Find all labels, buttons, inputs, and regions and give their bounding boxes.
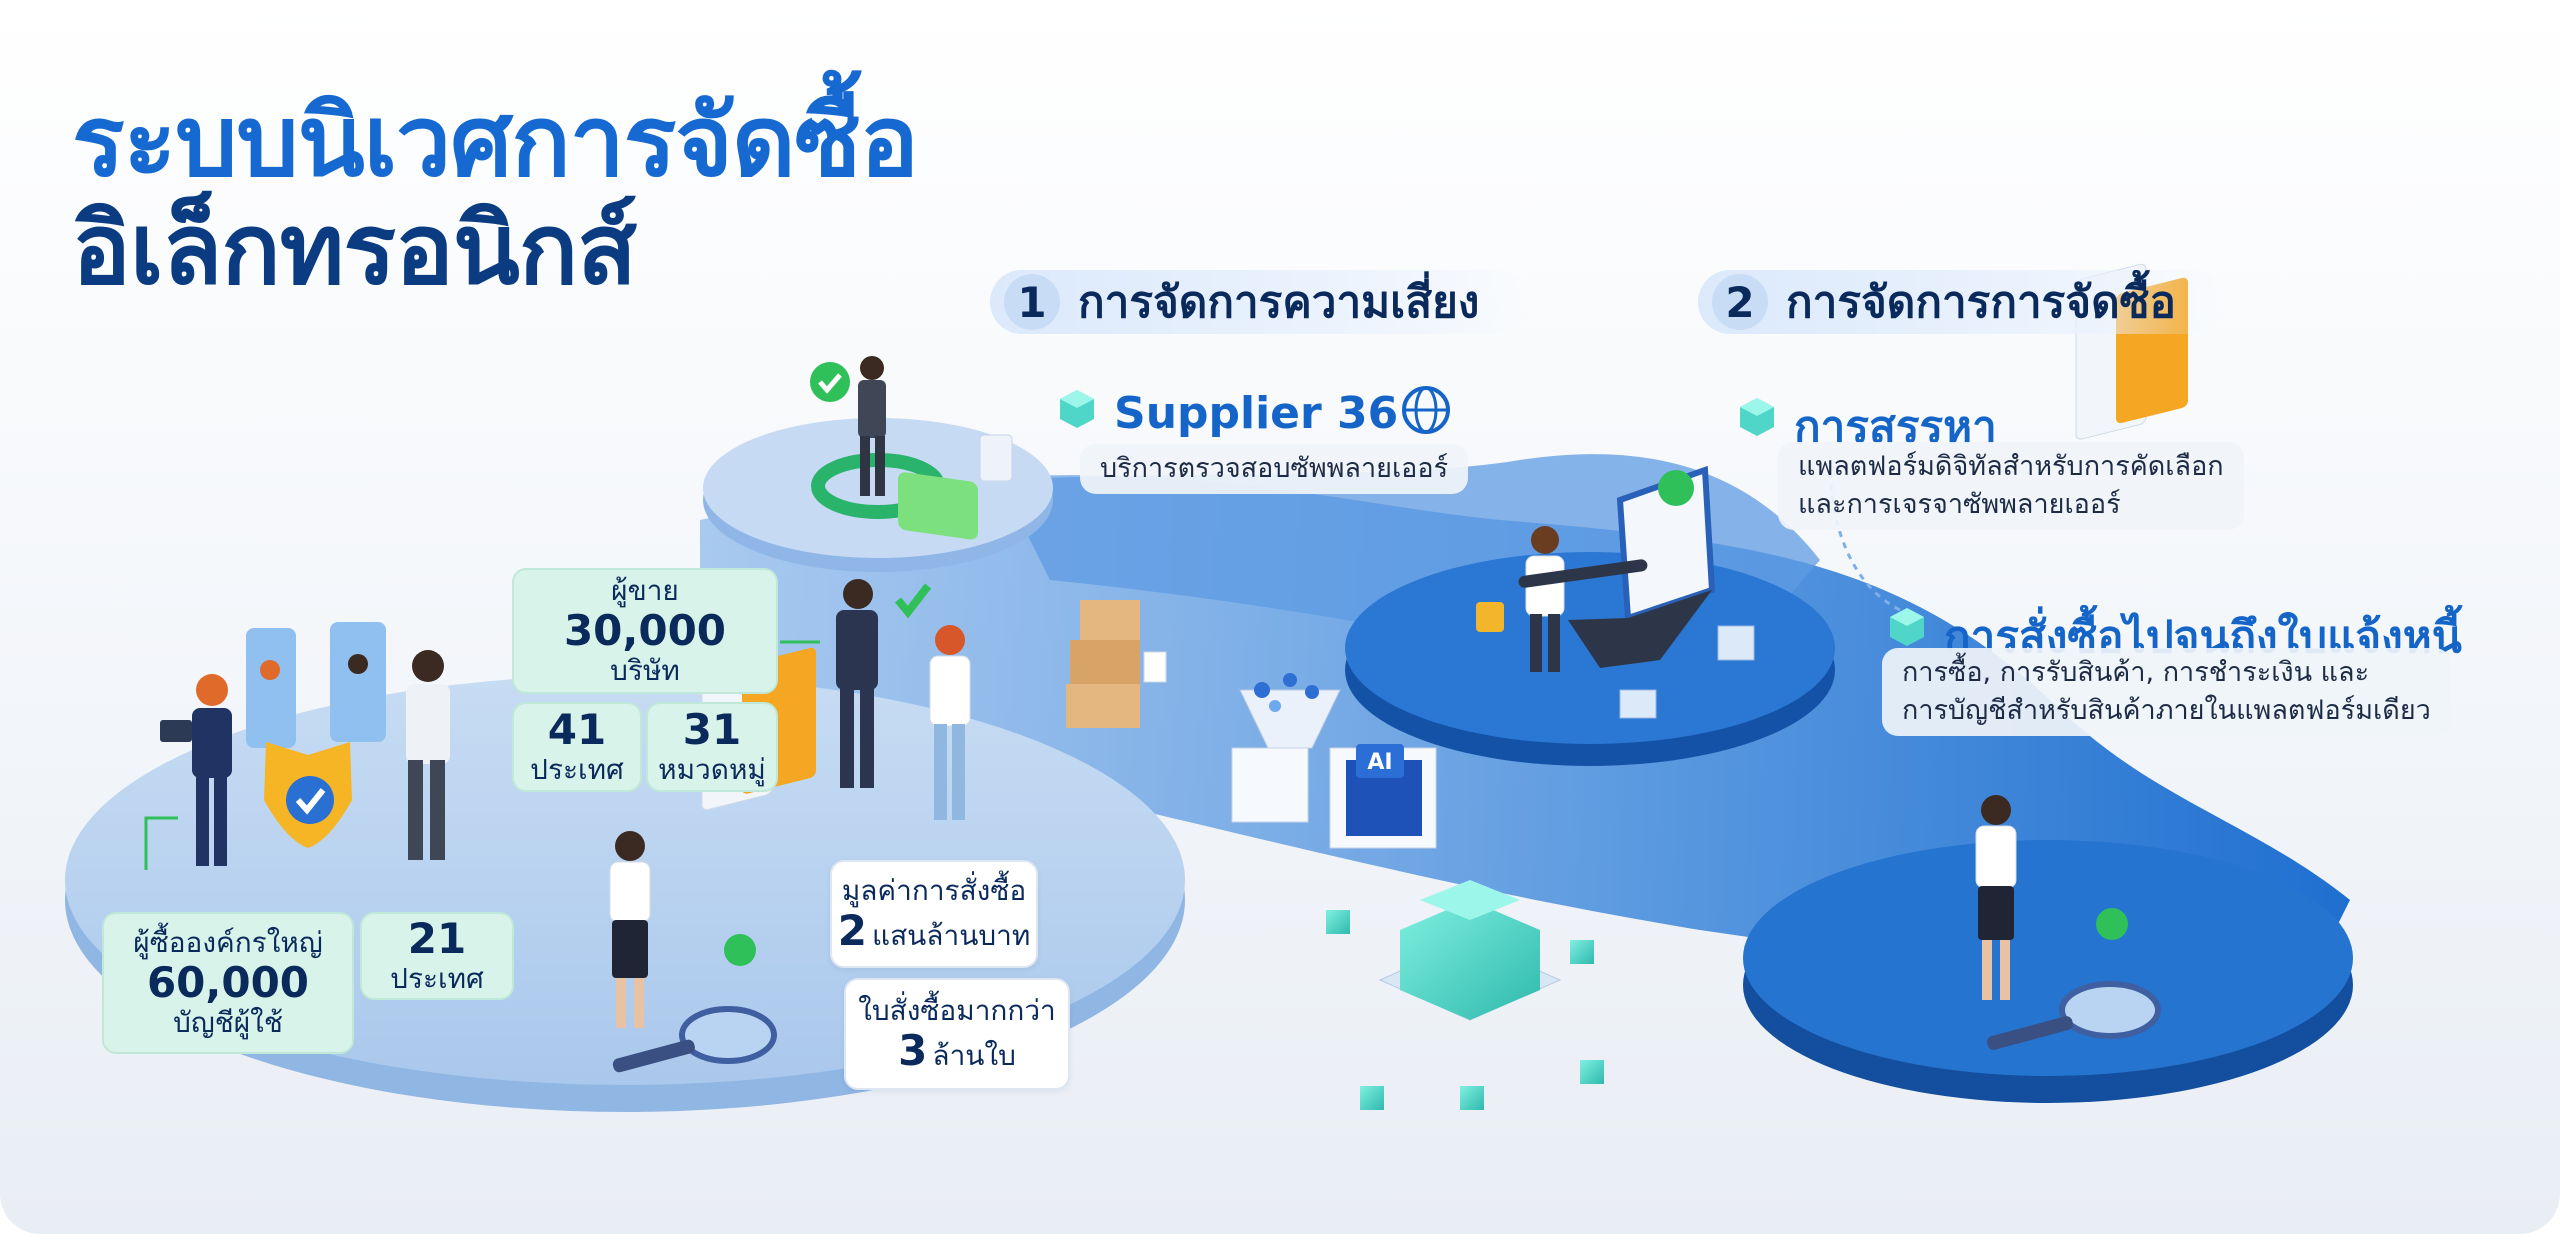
feature-description: แพลตฟอร์มดิจิทัลสำหรับการคัดเลือกและการเ…: [1778, 442, 2244, 530]
magnifier-icon: [679, 1006, 777, 1064]
ai-chip-icon: AI: [1329, 744, 1437, 849]
connector-line: [144, 816, 178, 870]
stat-value: 2: [837, 906, 867, 955]
stat-label: หมวดหมู่: [658, 753, 766, 786]
page-title: ระบบนิเวศการจัดซื้อ อิเล็กทรอนิกส์: [72, 85, 919, 307]
check-icon: [1658, 470, 1694, 506]
person-analyst-icon: [858, 356, 886, 496]
stat-value: 31: [682, 705, 742, 754]
section-number: 1: [1004, 274, 1060, 330]
feature-description: การซื้อ, การรับสินค้า, การชำระเงิน และกา…: [1882, 648, 2451, 736]
video-call-screen-icon: [246, 628, 296, 748]
title-line-1: ระบบนิเวศการจัดซื้อ: [72, 85, 919, 199]
stack-icon: [1619, 689, 1657, 719]
pencil-icon: [1518, 559, 1648, 588]
stat-label: มูลค่าการสั่งซื้อ: [841, 874, 1027, 907]
stat-sellers: ผู้ขาย 30,000 บริษัท: [512, 568, 778, 694]
cube-icon: [1060, 390, 1094, 428]
feature-procure-to-pay: การสั่งซื้อไปจนถึงใบแจ้งหนี้ การซื้อ, กา…: [1882, 602, 2490, 752]
lock-icon: [1476, 602, 1504, 632]
cube-icon: [1890, 608, 1924, 646]
stat-label: ผู้ซื้อองค์กรใหญ่: [133, 926, 323, 959]
stat-unit: แสนล้านบาท: [872, 919, 1031, 952]
stat-seller-countries: 41 ประเทศ: [512, 702, 642, 792]
stat-value: 21: [407, 914, 467, 963]
video-call-screen-icon: [330, 622, 386, 742]
person-manager-icon: [406, 650, 450, 860]
platform-p2p: [1743, 840, 2353, 1076]
section-header-procurement: 2 การจัดการการจัดซื้อ: [1698, 270, 2226, 334]
check-icon: [894, 583, 932, 619]
feature-description: บริการตรวจสอบซัพพลายเออร์: [1080, 444, 1469, 494]
stat-label: ประเทศ: [530, 753, 624, 786]
profile-card-icon: [898, 472, 978, 540]
person-invoice-icon: [1975, 795, 2017, 1000]
stat-value: 60,000: [146, 958, 310, 1007]
stat-label: ประเทศ: [390, 962, 484, 995]
stat-value: 41: [547, 705, 607, 754]
document-icon: [979, 434, 1013, 482]
globe-icon: [1402, 386, 1451, 434]
stat-label: ผู้ขาย: [611, 574, 679, 607]
person-client-icon: [929, 625, 971, 820]
person-laptop-icon: [1525, 526, 1565, 672]
section-header-risk: 1 การจัดการความเสี่ยง: [990, 270, 1530, 334]
stat-buyers: ผู้ซื้อองค์กรใหญ่ 60,000 บัญชีผู้ใช้: [102, 912, 354, 1054]
stat-seller-categories: 31 หมวดหมู่: [646, 702, 778, 792]
feature-supplier-360: Supplier 36 บริการตรวจสอบซัพพลายเออร์: [1060, 384, 1480, 504]
section-label: การจัดการความเสี่ยง: [1078, 277, 1480, 328]
stat-order-value: มูลค่าการสั่งซื้อ 2 แสนล้านบาท: [830, 860, 1038, 968]
stack-icon: [1717, 625, 1755, 661]
section-number: 2: [1712, 274, 1768, 330]
stat-unit: บัญชีผู้ใช้: [173, 1006, 283, 1039]
person-seller-icon: [836, 579, 878, 788]
check-icon: [810, 362, 850, 402]
boxes-icon: [1066, 600, 1167, 728]
magnifier-icon: [2059, 981, 2161, 1039]
stat-value: 3: [898, 1026, 928, 1075]
cube-icon: [1740, 398, 1774, 436]
stat-label: ใบสั่งซื้อมากกว่า: [858, 994, 1056, 1027]
feature-title: Supplier 36: [1114, 384, 1452, 439]
stat-purchase-orders: ใบสั่งซื้อมากกว่า 3 ล้านใบ: [844, 978, 1070, 1090]
stat-value: 30,000: [563, 606, 727, 655]
title-line-2: อิเล็กทรอนิกส์: [72, 193, 637, 307]
stat-buyer-countries: 21 ประเทศ: [360, 912, 514, 1000]
person-buyer-icon: [160, 674, 232, 866]
cube-cluster-icon: [1326, 880, 1604, 1110]
ai-label: AI: [1367, 750, 1392, 775]
section-label: การจัดการการจัดซื้อ: [1786, 277, 2176, 328]
feature-sourcing: การสรรหา แพลตฟอร์มดิจิทัลสำหรับการคัดเลื…: [1740, 392, 2260, 532]
stat-unit: บริษัท: [610, 654, 680, 687]
data-funnel-icon: [1231, 673, 1341, 823]
stat-unit: ล้านใบ: [932, 1039, 1016, 1072]
person-tablet-icon: [609, 831, 651, 1028]
